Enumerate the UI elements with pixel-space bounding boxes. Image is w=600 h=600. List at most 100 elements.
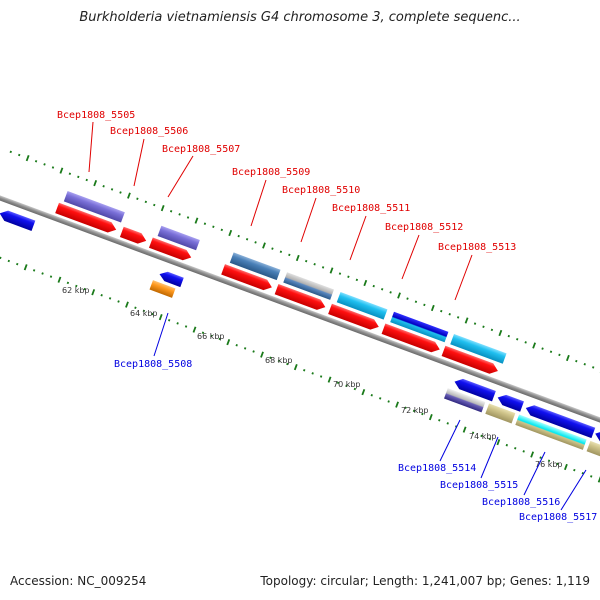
minor-tick [119,191,122,194]
gene-label[interactable]: Bcep1808_5505 [57,110,135,121]
kbp-label: 72 kbp [401,406,429,415]
minor-tick [558,353,561,357]
gene-box-forward[interactable] [390,311,449,343]
gene-box-forward[interactable] [63,191,125,223]
cds-forward[interactable] [441,345,500,376]
kbp-label: 66 kbp [197,332,225,341]
minor-tick [134,306,137,310]
gene-box-reverse[interactable] [515,414,587,450]
minor-tick [539,456,542,459]
gene-box-forward[interactable] [229,252,281,281]
minor-tick [412,409,416,413]
minor-tick [83,287,86,291]
cds-reverse[interactable] [158,269,184,288]
cds-forward[interactable] [221,264,274,292]
minor-tick [203,222,207,225]
gene-box-forward[interactable] [336,291,388,320]
gene-label[interactable]: Bcep1808_5515 [440,480,518,491]
minor-tick [480,434,483,438]
minor-tick [243,347,247,350]
major-tick [327,376,332,383]
minor-tick [102,184,105,188]
gene-box-reverse[interactable] [485,403,516,424]
major-tick [464,317,469,324]
minor-tick [482,325,485,328]
sequence-summary: Topology: circular; Length: 1,241,007 bp… [260,574,590,588]
gene-box-forward[interactable] [157,225,200,251]
cds-forward[interactable] [119,226,148,246]
gene-box-reverse[interactable] [444,388,486,413]
minor-tick [68,172,72,175]
major-tick [532,342,536,349]
minor-tick [279,250,283,254]
gene-label[interactable]: Bcep1808_5516 [482,497,560,508]
gene-label[interactable]: Bcep1808_5511 [332,203,410,214]
minor-tick [573,468,576,472]
minor-tick [66,281,70,285]
major-tick [564,463,568,471]
gene-label[interactable]: Bcep1808_5513 [438,242,516,253]
minor-tick [446,422,449,425]
leader-line [88,121,94,173]
minor-tick [0,256,2,260]
minor-tick [136,197,139,200]
gene-label[interactable]: Bcep1808_5506 [110,126,188,137]
major-tick [260,351,264,358]
feature-track [0,191,600,462]
cds-reverse[interactable] [0,208,36,231]
accession-text: Accession: NC_009254 [10,574,147,588]
minor-tick [277,359,281,363]
minor-tick [144,200,148,204]
minor-tick [9,150,12,154]
cds-reverse[interactable] [496,392,524,412]
gene-label[interactable]: Bcep1808_5512 [385,222,463,233]
gene-label[interactable]: Bcep1808_5514 [398,463,476,474]
cds-forward[interactable] [55,202,118,235]
minor-tick [488,437,492,441]
kbp-label: 62 kbp [62,286,90,295]
cds-forward[interactable] [148,237,193,262]
leader-line [439,419,461,462]
leader-line [349,215,367,261]
cds-reverse[interactable] [453,376,496,402]
gene-box-reverse[interactable] [149,280,176,298]
minor-tick [153,203,156,207]
gene-box-forward[interactable] [450,333,507,364]
minor-tick [355,278,359,282]
cds-forward[interactable] [328,303,381,332]
minor-tick [218,337,222,341]
gene-label[interactable]: Bcep1808_5507 [162,144,240,155]
leader-line [167,155,194,198]
major-tick [361,388,366,396]
minor-tick [549,350,553,353]
gene-label[interactable]: Bcep1808_5508 [114,359,192,370]
minor-tick [583,362,586,366]
minor-tick [345,384,348,388]
cds-reverse[interactable] [524,403,596,439]
gene-label[interactable]: Bcep1808_5509 [232,167,310,178]
gene-label[interactable]: Bcep1808_5517 [519,512,597,523]
leader-line [454,254,473,301]
minor-tick [522,450,525,453]
minor-tick [338,272,342,275]
cds-forward[interactable] [274,283,328,312]
minor-tick [178,213,181,216]
leader-line [250,179,267,227]
minor-tick [269,356,272,360]
minor-tick [514,447,517,450]
minor-tick [448,312,451,316]
gene-label[interactable]: Bcep1808_5510 [282,185,360,196]
major-tick [192,326,197,333]
gene-box-forward[interactable] [283,272,334,300]
minor-tick [201,331,205,335]
major-tick [496,438,501,446]
major-tick [226,339,231,346]
backbone [0,181,600,451]
minor-tick [16,262,19,266]
cds-forward[interactable] [381,323,442,355]
minor-tick [516,337,519,341]
gene-box-reverse[interactable] [586,440,600,462]
minor-tick [313,263,316,266]
major-tick [194,217,199,224]
